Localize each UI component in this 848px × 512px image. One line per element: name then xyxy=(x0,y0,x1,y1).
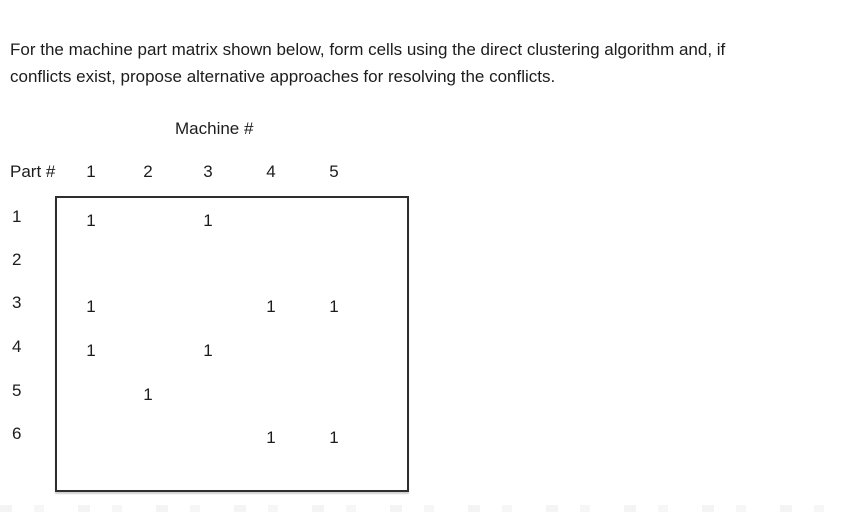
part-axis-label: Part # xyxy=(10,162,56,181)
matrix-cell-value: 1 xyxy=(266,297,276,316)
matrix-cell-value: 1 xyxy=(203,341,213,360)
matrix-border-box xyxy=(55,196,409,492)
matrix-cell-value: 1 xyxy=(266,428,276,447)
part-number-label: 4 xyxy=(12,337,22,356)
machine-axis-label: Machine # xyxy=(175,119,254,138)
matrix-cell-value: 1 xyxy=(329,428,339,447)
part-number-label: 3 xyxy=(12,293,22,312)
machine-number-header: 5 xyxy=(329,162,339,181)
matrix-cell-value: 1 xyxy=(203,211,213,230)
matrix-cell-value: 1 xyxy=(86,211,96,230)
cropped-text-artifact xyxy=(0,505,848,512)
part-number-label: 5 xyxy=(12,381,22,400)
instruction-line1: For the machine part matrix shown below,… xyxy=(10,40,726,59)
part-number-label: 2 xyxy=(12,250,22,269)
machine-number-header: 2 xyxy=(143,162,153,181)
machine-number-header: 1 xyxy=(86,162,96,181)
matrix-cell-value: 1 xyxy=(86,297,96,316)
matrix-cell-value: 1 xyxy=(329,297,339,316)
matrix-cell-value: 1 xyxy=(86,341,96,360)
instruction-text: For the machine part matrix shown below,… xyxy=(10,36,844,90)
matrix-cell-value: 1 xyxy=(143,385,153,404)
part-number-label: 1 xyxy=(12,207,22,226)
instruction-line2: conflicts exist, propose alternative app… xyxy=(10,67,556,86)
machine-number-header: 4 xyxy=(266,162,276,181)
part-number-label: 6 xyxy=(12,424,22,443)
machine-number-header: 3 xyxy=(203,162,213,181)
